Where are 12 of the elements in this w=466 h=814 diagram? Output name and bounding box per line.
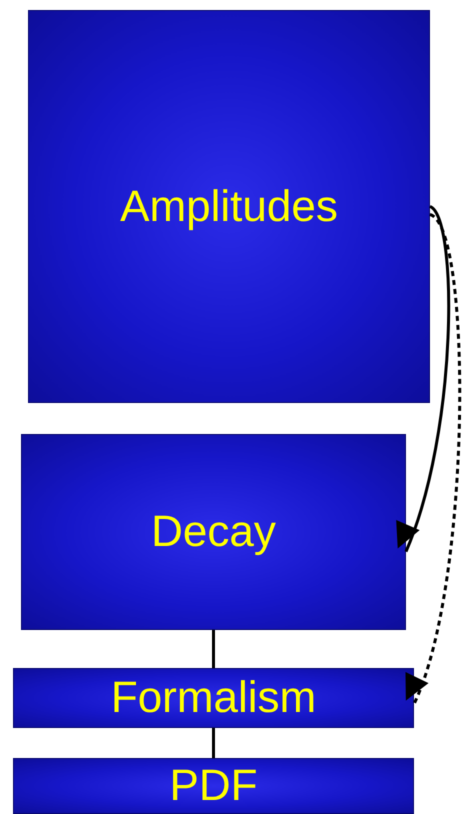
connector-line — [212, 630, 215, 668]
process-box — [21, 434, 406, 630]
box-label: Decay — [151, 510, 276, 554]
arrow — [402, 213, 461, 705]
process-box — [13, 668, 414, 728]
connector-line — [212, 728, 215, 758]
arrow — [394, 205, 450, 552]
process-box — [13, 758, 414, 814]
box-label: PDF — [170, 764, 258, 808]
box-label: Amplitudes — [120, 184, 338, 228]
box-label: Formalism — [110, 676, 316, 720]
process-box — [28, 10, 430, 403]
